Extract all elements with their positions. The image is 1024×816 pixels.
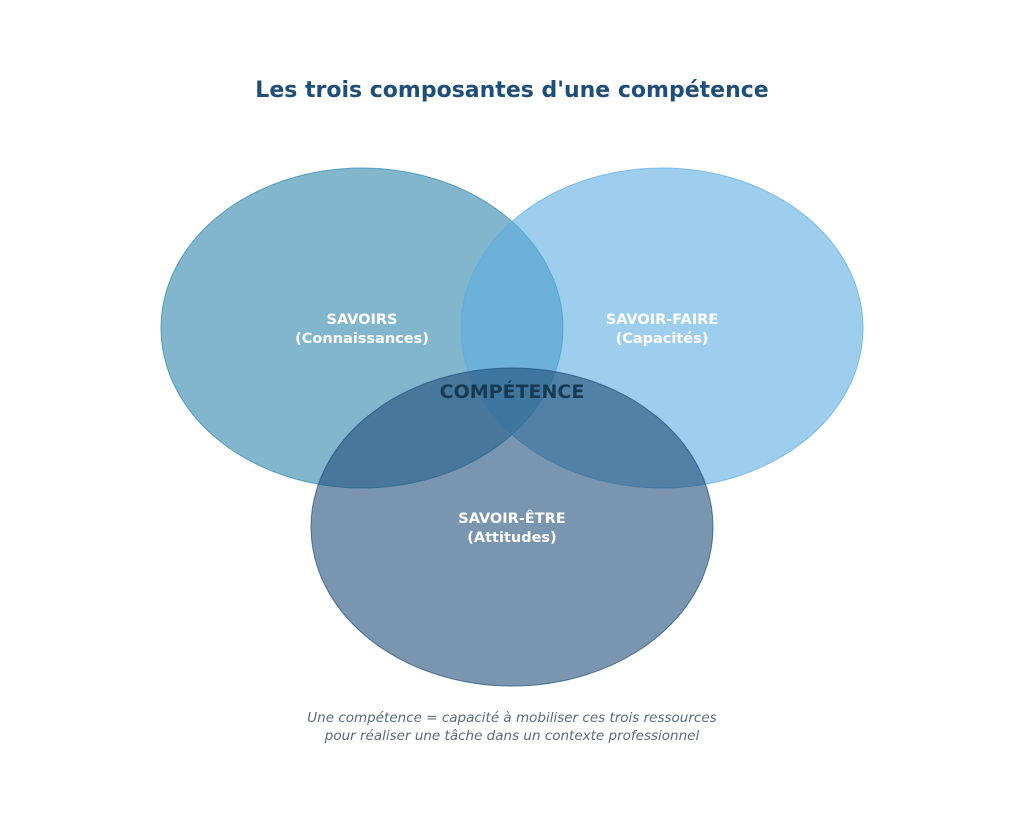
- savoirs-label: SAVOIRS: [327, 312, 398, 328]
- savoir-faire-label: SAVOIR-FAIRE: [606, 312, 718, 328]
- savoirs-sublabel: (Connaissances): [295, 331, 429, 347]
- diagram-title: Les trois composantes d'une compétence: [255, 78, 768, 103]
- circle-savoir-etre: [310, 367, 714, 687]
- savoir-faire-sublabel: (Capacités): [616, 331, 709, 347]
- caption-line-2: pour réaliser une tâche dans un contexte…: [324, 728, 700, 744]
- center-label: COMPÉTENCE: [440, 380, 585, 403]
- savoir-etre-label: SAVOIR-ÊTRE: [458, 510, 565, 527]
- savoir-etre-sublabel: (Attitudes): [467, 530, 556, 546]
- caption-line-1: Une compétence = capacité à mobiliser ce…: [307, 710, 716, 726]
